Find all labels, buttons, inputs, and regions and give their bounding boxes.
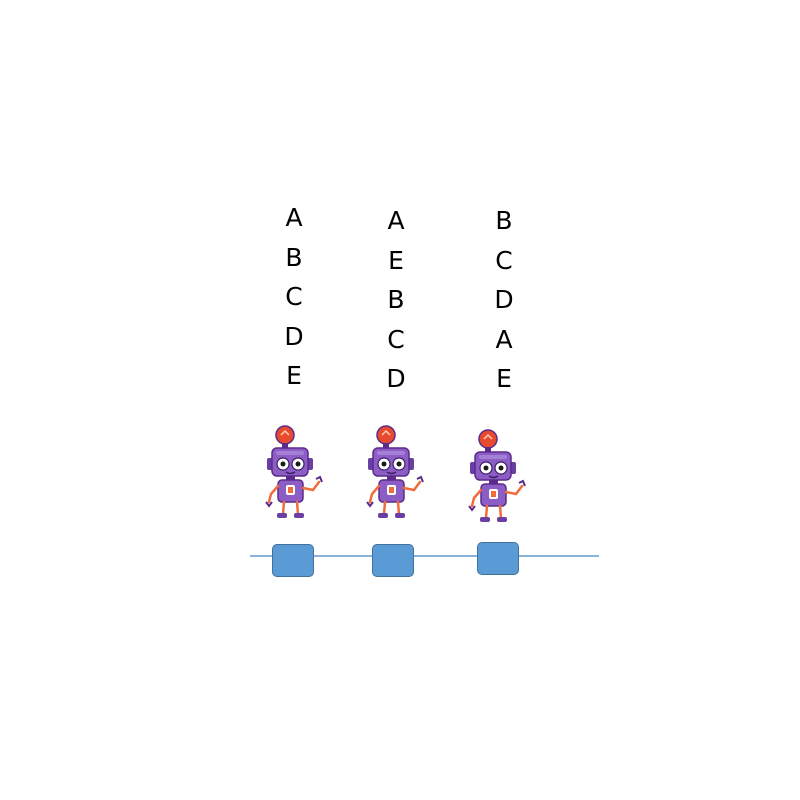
letter-item: C (387, 320, 404, 360)
letter-item: A (495, 320, 512, 360)
letter-item: A (387, 201, 404, 241)
letter-item: E (286, 356, 302, 396)
letter-column-1: A B C D E (274, 198, 314, 396)
letter-item: A (285, 198, 302, 238)
letter-column-3: B C D A E (484, 201, 524, 399)
square-box (372, 544, 414, 577)
letter-item: D (494, 280, 513, 320)
robot-icon (364, 424, 428, 520)
letter-column-2: A E B C D (376, 201, 416, 399)
letter-item: C (495, 241, 512, 281)
letter-item: D (386, 359, 405, 399)
letter-item: C (285, 277, 302, 317)
square-box (272, 544, 314, 577)
letter-item: D (284, 317, 303, 357)
letter-item: B (495, 201, 512, 241)
letter-item: E (496, 359, 512, 399)
robot-icon (466, 428, 530, 524)
letter-item: B (285, 238, 302, 278)
square-box (477, 542, 519, 575)
letter-item: B (387, 280, 404, 320)
letter-item: E (388, 241, 404, 281)
robot-icon (263, 424, 327, 520)
